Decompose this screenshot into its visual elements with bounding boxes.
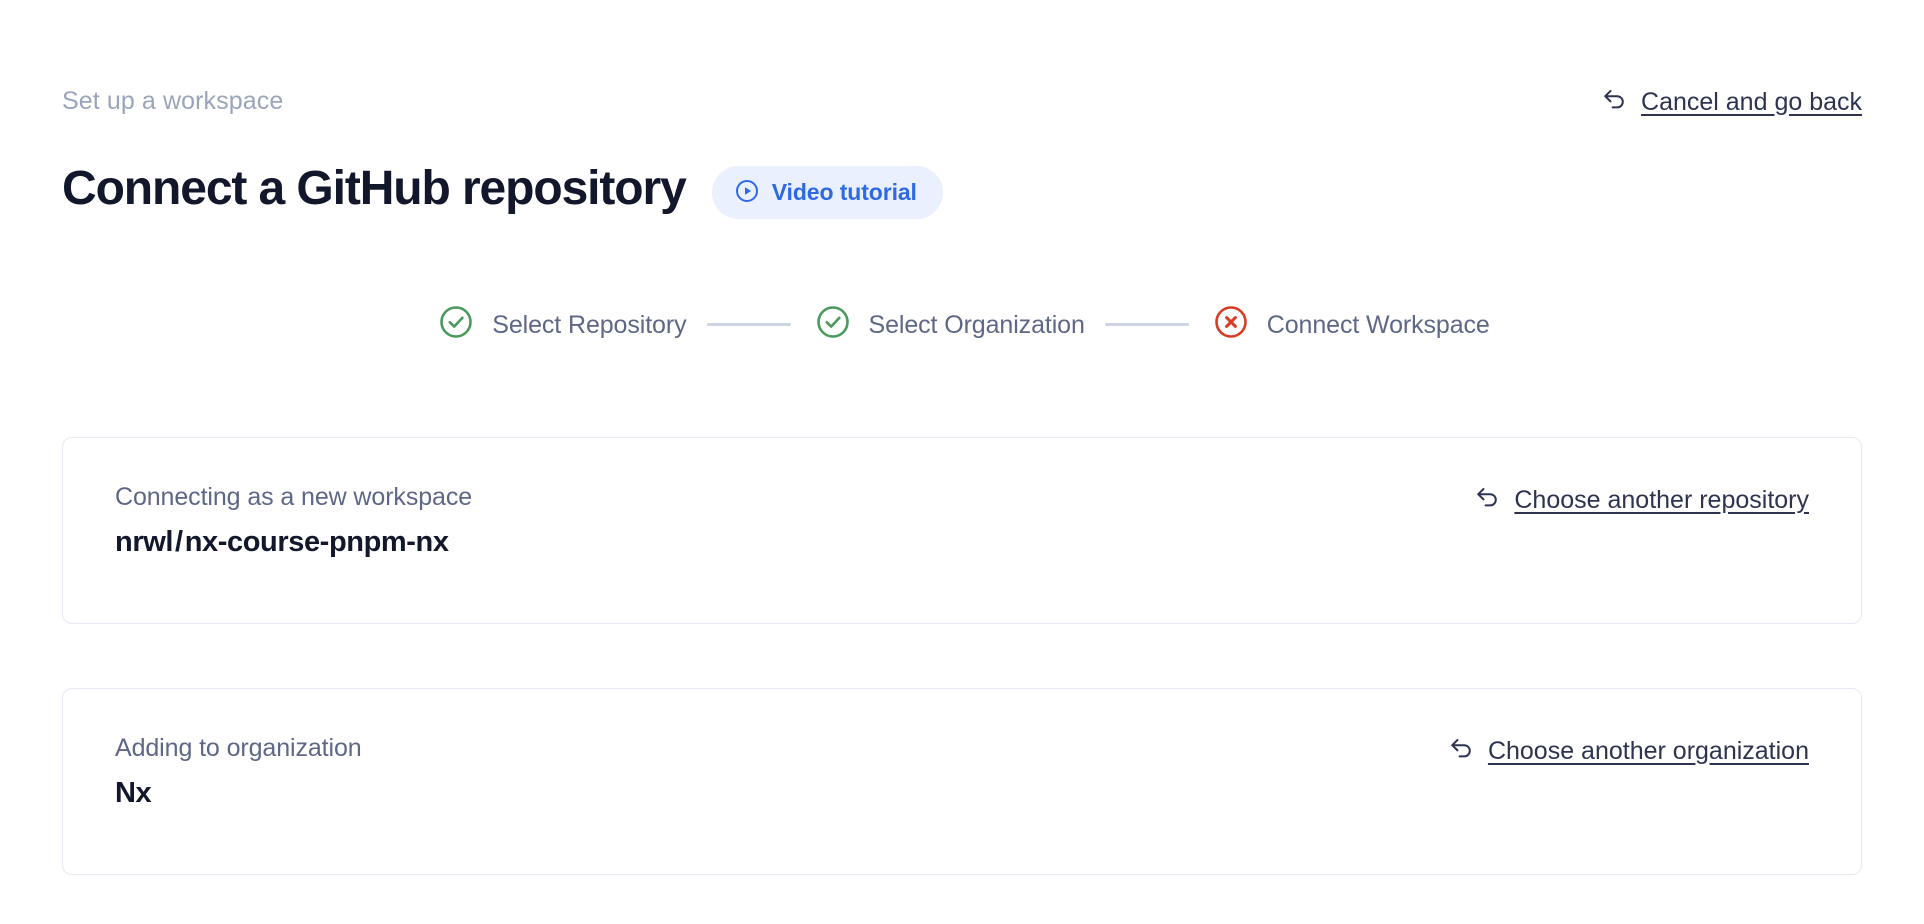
organization-card-caption: Adding to organization [115,734,362,762]
repository-separator: / [175,526,183,558]
organization-card-body: Adding to organization Nx [115,733,362,811]
step-connector-1 [706,323,791,326]
organization-name: Nx [115,777,152,809]
page-header: Set up a workspace Connect a GitHub repo… [62,86,1862,250]
repository-repo: nx-course-pnpm-nx [184,526,449,558]
repository-name: nrwl/nx-course-pnpm-nx [115,524,472,560]
repository-card: Connecting as a new workspace nrwl/nx-co… [62,437,1862,624]
repository-owner: nrwl [115,526,174,558]
play-circle-icon [734,178,760,207]
step-select-repository[interactable]: Select Repository [434,300,687,349]
step-label: Select Organization [868,310,1085,339]
repository-card-body: Connecting as a new workspace nrwl/nx-co… [115,482,472,560]
step-select-organization[interactable]: Select Organization [811,300,1085,349]
title-row: Connect a GitHub repository Video tutori… [62,128,1862,250]
x-circle-icon [1209,300,1253,349]
check-circle-icon [811,300,855,349]
organization-card: Adding to organization Nx Choose another… [62,688,1862,875]
undo-arrow-icon [1601,86,1629,117]
cancel-and-go-back-label: Cancel and go back [1641,87,1862,116]
undo-arrow-icon [1448,735,1476,766]
repository-card-caption: Connecting as a new workspace [115,483,473,511]
check-circle-icon [434,300,478,349]
step-label: Connect Workspace [1266,310,1490,339]
page-title: Connect a GitHub repository [62,162,687,216]
step-connect-workspace[interactable]: Connect Workspace [1209,300,1490,349]
progress-stepper: Select Repository Select Organization Co… [0,300,1924,349]
video-tutorial-label: Video tutorial [771,178,917,205]
choose-another-organization-label: Choose another organization [1487,736,1809,765]
choose-another-organization-link[interactable]: Choose another organization [1448,735,1809,766]
cancel-and-go-back-link[interactable]: Cancel and go back [1601,86,1862,117]
video-tutorial-button[interactable]: Video tutorial [711,165,943,219]
undo-arrow-icon [1474,484,1502,515]
step-connector-2 [1104,323,1189,326]
breadcrumb-eyebrow: Set up a workspace [62,87,284,115]
step-label: Select Repository [492,310,687,339]
choose-another-repository-label: Choose another repository [1514,485,1809,514]
choose-another-repository-link[interactable]: Choose another repository [1474,484,1809,515]
